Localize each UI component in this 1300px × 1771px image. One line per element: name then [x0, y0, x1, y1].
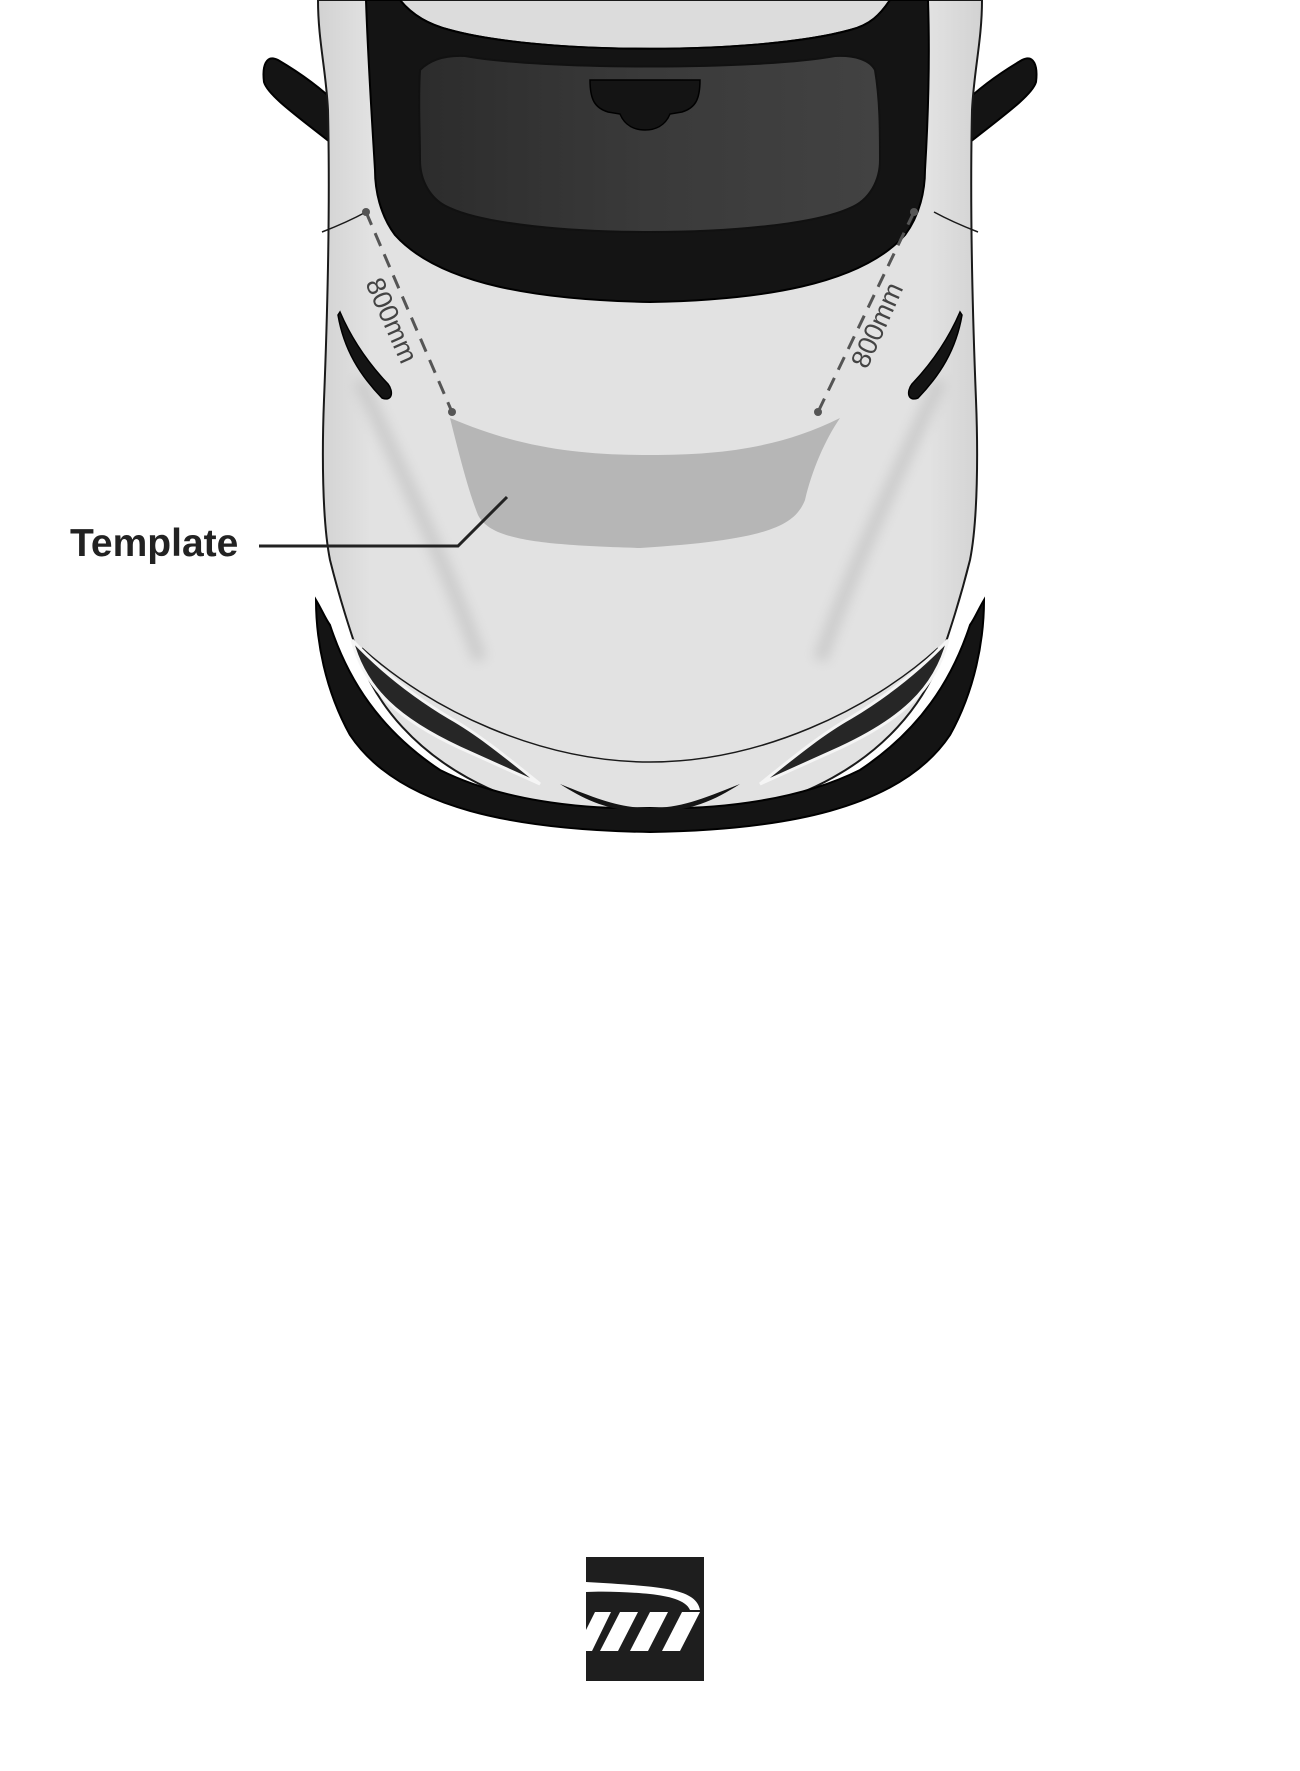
hood-crease-left — [353, 377, 487, 663]
dimension-end-point-right — [814, 408, 822, 416]
rearview-mirror-mount — [589, 79, 701, 131]
hood-front-edge — [361, 647, 939, 763]
dimension-line-left — [364, 211, 454, 413]
left-mirror — [262, 57, 342, 153]
brand-logo-icon — [586, 1557, 704, 1681]
left-side-vent — [337, 310, 393, 400]
callout-leader-line — [259, 495, 509, 548]
template-area — [450, 418, 840, 548]
right-mirror — [958, 57, 1038, 153]
dimension-start-point-right — [910, 208, 918, 216]
front-grille-notch — [560, 784, 740, 812]
dimension-start-point-left — [362, 208, 370, 216]
hood-crease-right — [813, 377, 947, 663]
car-top-view — [262, 0, 1038, 834]
windshield-glass — [418, 54, 882, 233]
callout-label: Template — [70, 522, 238, 565]
front-bumper — [314, 596, 986, 834]
dimension-end-point-left — [448, 408, 456, 416]
right-a-pillar — [933, 211, 979, 233]
template-callout: Template — [70, 495, 509, 565]
right-headlight — [759, 638, 950, 786]
right-side-vent — [907, 310, 963, 400]
dimension-line-right — [816, 211, 916, 413]
left-headlight — [350, 638, 541, 786]
